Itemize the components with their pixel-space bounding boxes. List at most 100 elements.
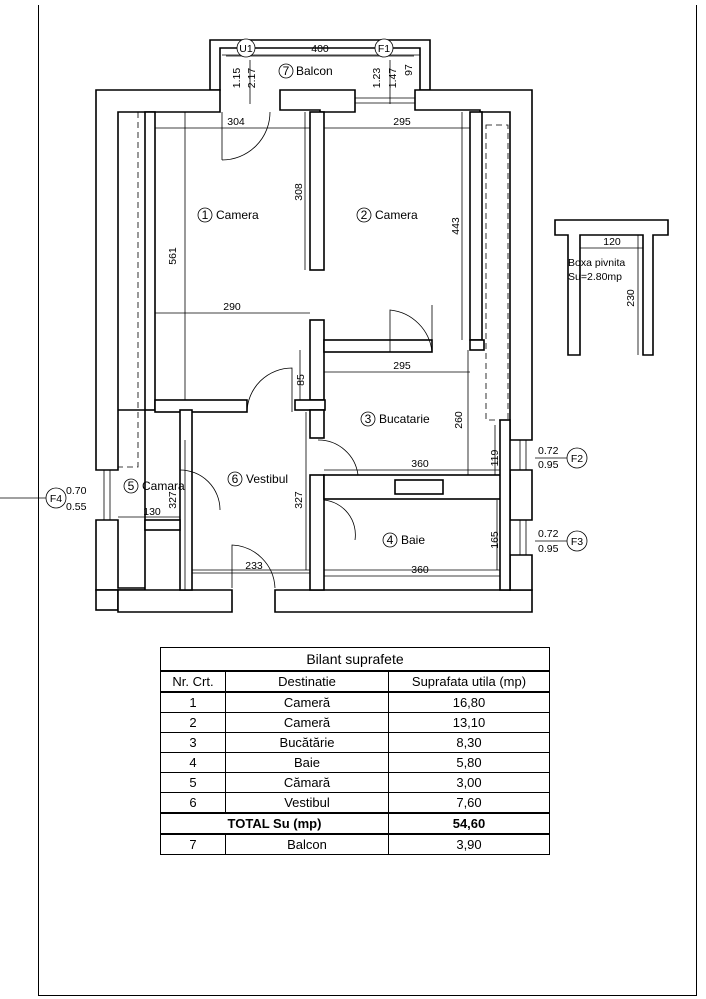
room-num-4: 4 bbox=[387, 533, 394, 547]
cell-destinatie: Bucătărie bbox=[225, 732, 389, 753]
cell-suprafata: 5,80 bbox=[388, 752, 550, 773]
cell-nr: 6 bbox=[160, 792, 226, 814]
room-marker-5 bbox=[123, 478, 139, 494]
f4-bottom-dim: 0.55 bbox=[66, 501, 87, 513]
room-num-5: 5 bbox=[128, 479, 135, 493]
window-marker-f1 bbox=[374, 38, 394, 58]
table-caption: Bilant suprafete bbox=[160, 647, 550, 672]
window-marker-f4 bbox=[45, 487, 67, 509]
dim-360-bath: 360 bbox=[411, 564, 429, 576]
room-marker-3 bbox=[360, 411, 376, 427]
dim-165: 165 bbox=[489, 531, 501, 549]
dim-260: 260 bbox=[453, 411, 465, 429]
table-row: 1 Cameră 16,80 bbox=[160, 691, 550, 713]
table-row: 3 Bucătărie 8,30 bbox=[160, 732, 550, 753]
area-table: Bilant suprafete Nr. Crt. Destinatie Sup… bbox=[160, 647, 550, 855]
cellar-name: Boxa pivnita bbox=[568, 257, 625, 269]
window-label-f4: F4 bbox=[50, 493, 62, 505]
dim-119: 119 bbox=[489, 449, 501, 466]
dim-bal-h5: 97 bbox=[403, 64, 415, 76]
room-num-2: 2 bbox=[361, 208, 368, 222]
cell-destinatie: Vestibul bbox=[225, 792, 389, 814]
f3-bottom-dim: 0.95 bbox=[538, 543, 559, 555]
room-name-4: Baie bbox=[401, 533, 425, 547]
dim-85: 85 bbox=[295, 374, 307, 386]
cell-destinatie: Balcon bbox=[225, 833, 389, 855]
f2-bottom-dim: 0.95 bbox=[538, 459, 559, 471]
room-marker-4 bbox=[382, 532, 398, 548]
f3-top-dim: 0.72 bbox=[538, 528, 559, 540]
cellar-width: 120 bbox=[603, 236, 621, 248]
cell-destinatie: Cameră bbox=[225, 712, 389, 733]
window-label-f1: F1 bbox=[378, 43, 390, 55]
cell-suprafata: 13,10 bbox=[388, 712, 550, 733]
room-num-7: 7 bbox=[283, 64, 290, 78]
cell-destinatie: Cameră bbox=[225, 691, 389, 713]
cell-suprafata: 8,30 bbox=[388, 732, 550, 753]
room-name-1: Camera bbox=[216, 208, 259, 222]
dim-295-top: 295 bbox=[393, 116, 411, 128]
dim-233: 233 bbox=[245, 560, 263, 572]
cell-nr: 2 bbox=[160, 712, 226, 733]
dim-327-pantry: 327 bbox=[167, 491, 179, 509]
cell-nr: 4 bbox=[160, 752, 226, 773]
cell-destinatie: Baie bbox=[225, 752, 389, 773]
total-value: 54,60 bbox=[388, 812, 550, 835]
table-row: 5 Cămară 3,00 bbox=[160, 772, 550, 793]
dim-308: 308 bbox=[293, 183, 305, 201]
f4-top-dim: 0.70 bbox=[66, 485, 87, 497]
cell-nr: 7 bbox=[160, 833, 226, 855]
dim-130: 130 bbox=[143, 506, 161, 518]
window-label-f3: F3 bbox=[571, 536, 583, 548]
cell-suprafata: 3,90 bbox=[388, 833, 550, 855]
room-name-5: Camara bbox=[142, 479, 185, 493]
floor-plan: U1 F1 F2 F3 F4 0.72 0.95 0.72 0.95 0.70 … bbox=[0, 38, 669, 613]
cell-nr: 3 bbox=[160, 732, 226, 753]
table-row: 7 Balcon 3,90 bbox=[160, 833, 550, 855]
dim-327-hall: 327 bbox=[293, 491, 305, 509]
table-row: 6 Vestibul 7,60 bbox=[160, 792, 550, 814]
cell-suprafata: 7,60 bbox=[388, 792, 550, 814]
cellar-height: 230 bbox=[625, 289, 637, 307]
room-num-1: 1 bbox=[202, 208, 209, 222]
dimension-lines bbox=[118, 54, 500, 590]
room-marker-6 bbox=[227, 471, 243, 487]
cell-suprafata: 16,80 bbox=[388, 691, 550, 713]
dim-561: 561 bbox=[167, 247, 179, 265]
dim-360-kitchen: 360 bbox=[411, 458, 429, 470]
room-name-7: Balcon bbox=[296, 64, 333, 78]
dim-304: 304 bbox=[227, 116, 245, 128]
cell-nr: 5 bbox=[160, 772, 226, 793]
dim-bal-h4: 1.47 bbox=[387, 68, 399, 89]
dim-bal-h1: 1.15 bbox=[231, 68, 243, 89]
room-name-2: Camera bbox=[375, 208, 418, 222]
table-row: 4 Baie 5,80 bbox=[160, 752, 550, 773]
cellar-area: Su=2.80mp bbox=[568, 271, 622, 283]
dim-balcony-width: 400 bbox=[311, 43, 329, 55]
total-row: TOTAL Su (mp) 54,60 bbox=[160, 812, 550, 835]
dim-443: 443 bbox=[450, 217, 462, 235]
room-marker-1 bbox=[197, 207, 213, 223]
room-marker-7 bbox=[278, 63, 294, 79]
col-header-suprafata: Suprafata utila (mp) bbox=[388, 670, 550, 693]
outer-walls bbox=[95, 89, 533, 613]
inner-walls bbox=[144, 111, 511, 591]
table-row: 2 Cameră 13,10 bbox=[160, 712, 550, 733]
dim-295-kitchen: 295 bbox=[393, 360, 411, 372]
room-name-3: Bucatarie bbox=[379, 412, 430, 426]
side-windows bbox=[0, 440, 527, 555]
dim-bal-h2: 2.17 bbox=[246, 68, 258, 89]
col-header-destinatie: Destinatie bbox=[225, 670, 389, 693]
cellar-box bbox=[554, 219, 669, 356]
window-label-f2: F2 bbox=[571, 453, 583, 465]
room-marker-2 bbox=[356, 207, 372, 223]
cell-nr: 1 bbox=[160, 691, 226, 713]
cell-destinatie: Cămară bbox=[225, 772, 389, 793]
window-label-u1: U1 bbox=[239, 43, 253, 55]
room-num-3: 3 bbox=[365, 412, 372, 426]
room-num-6: 6 bbox=[232, 472, 239, 486]
total-label: TOTAL Su (mp) bbox=[160, 812, 389, 835]
window-marker-u1 bbox=[236, 38, 256, 58]
col-header-nr: Nr. Crt. bbox=[160, 670, 226, 693]
drawing-frame bbox=[38, 5, 697, 996]
